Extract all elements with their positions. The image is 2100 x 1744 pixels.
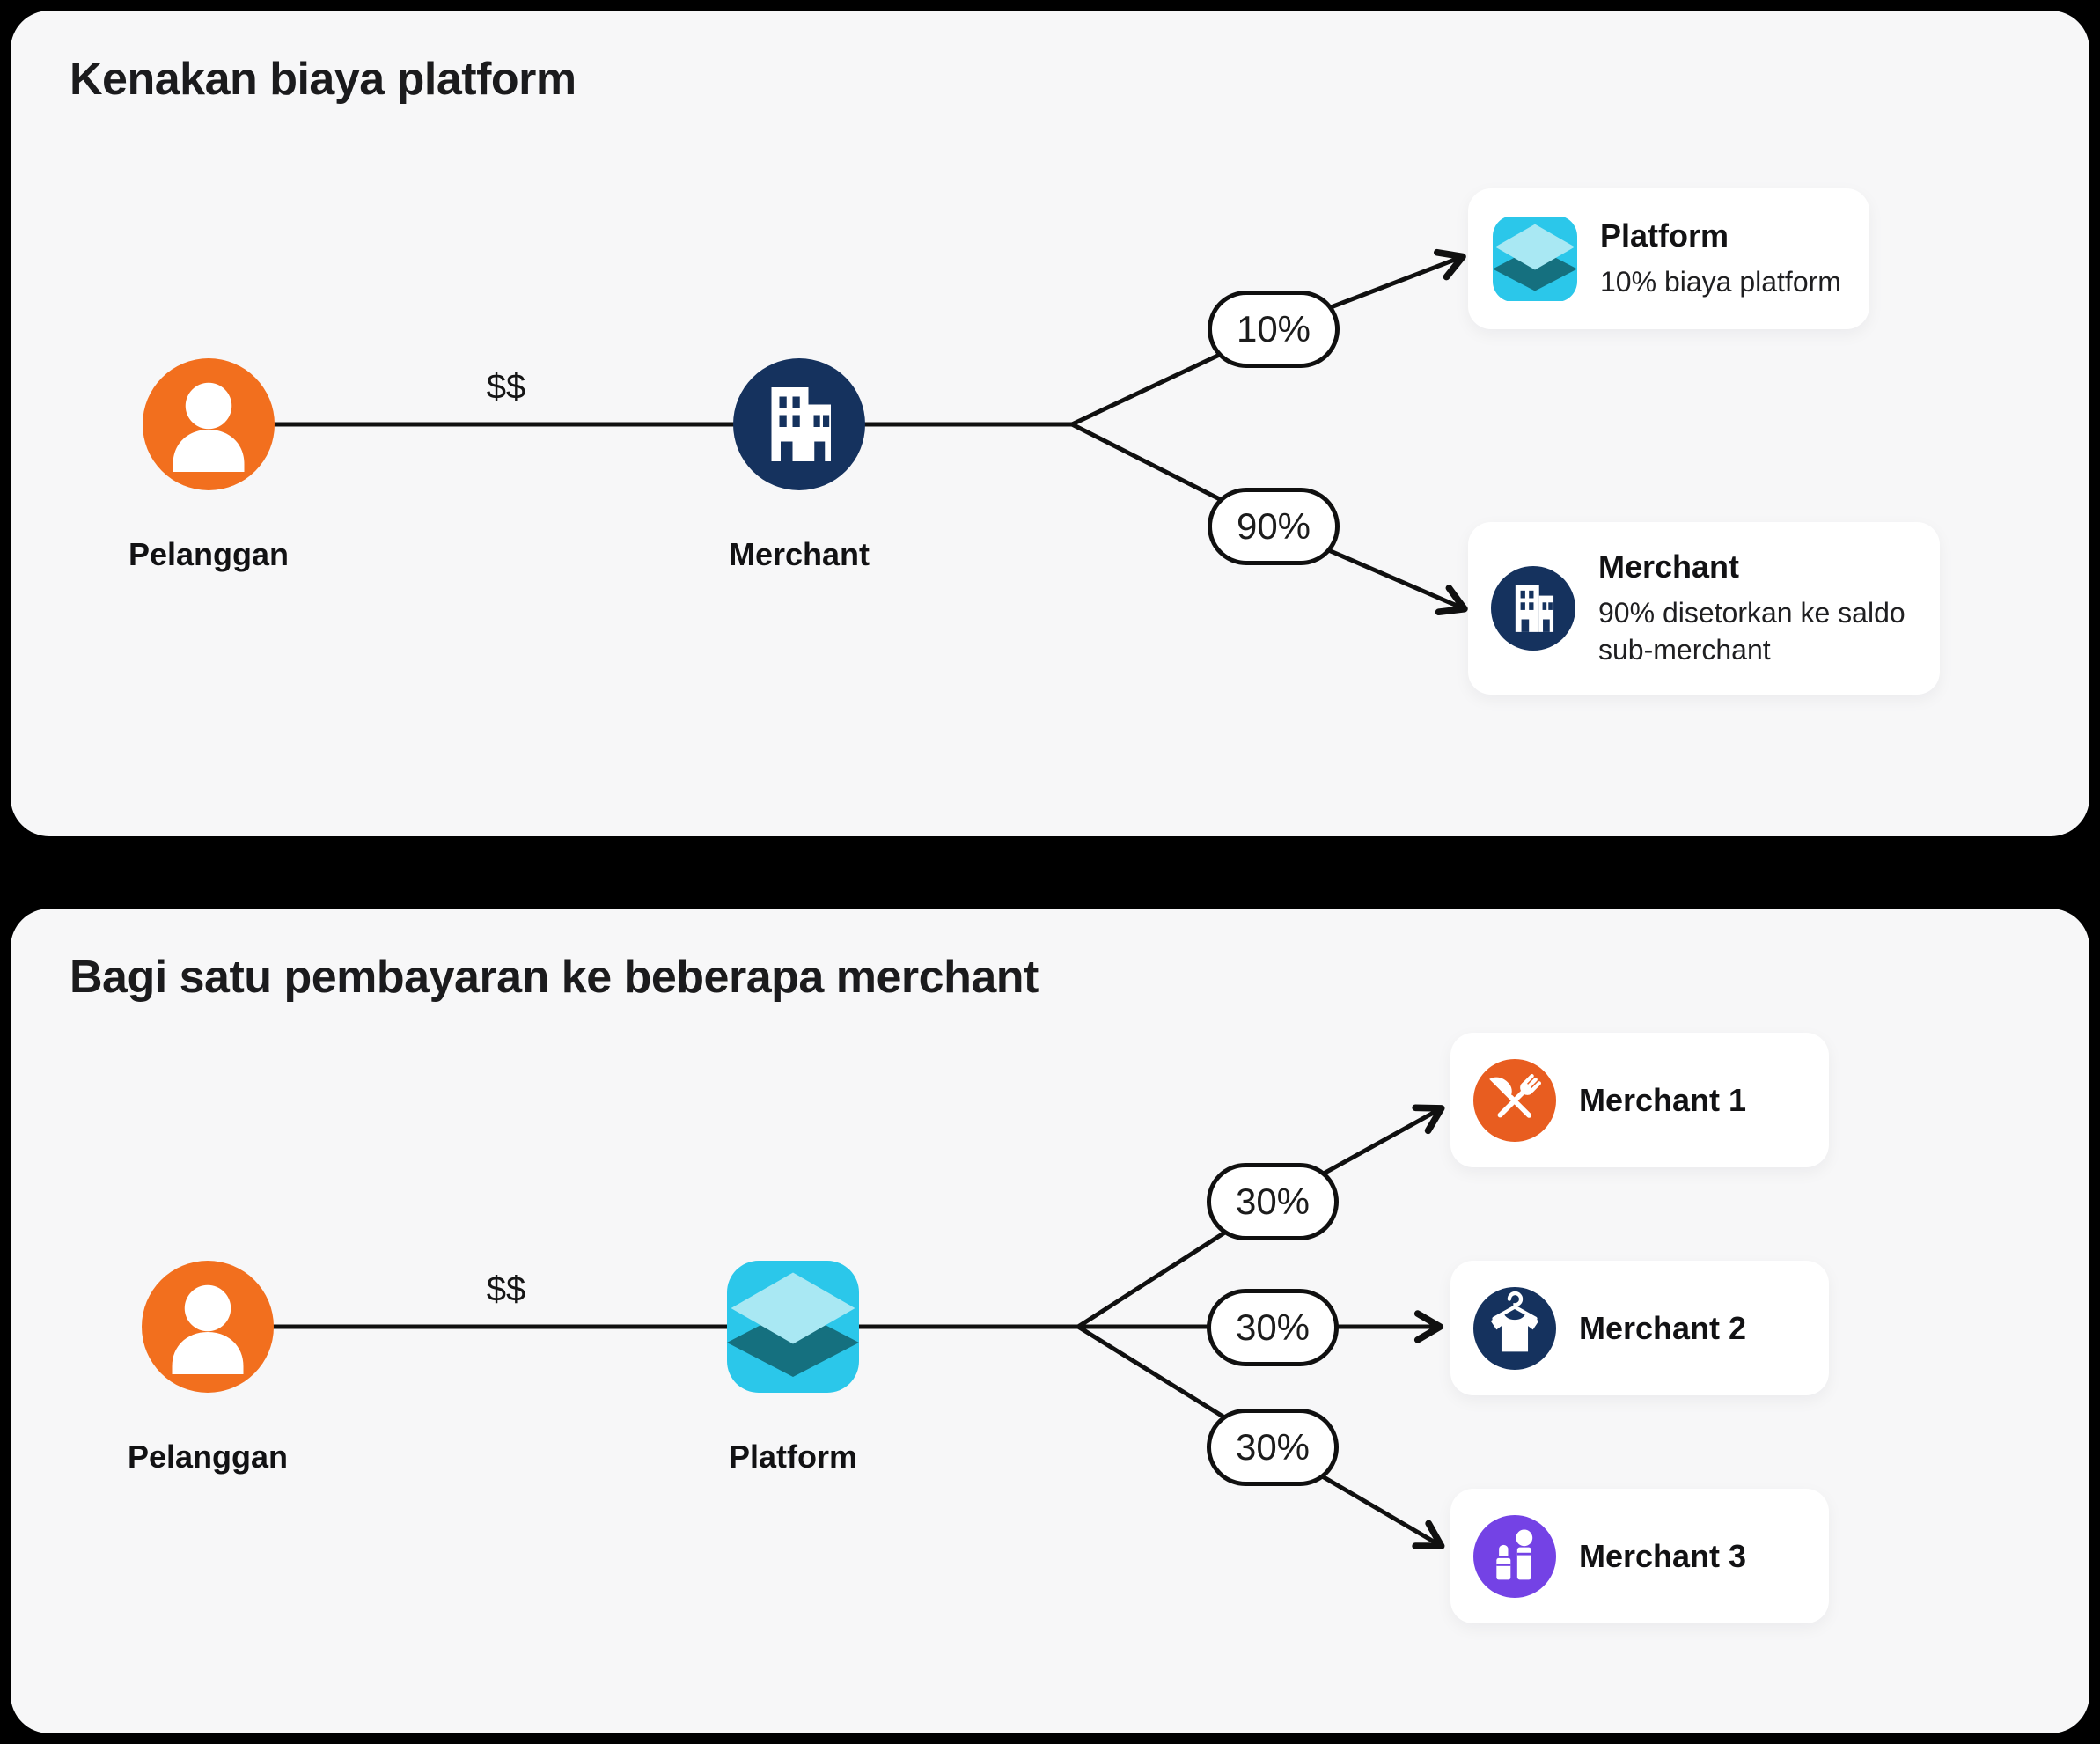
- card-title: Merchant 2: [1579, 1309, 1747, 1346]
- platform-destination-card: Platform 10% biaya platform: [1468, 188, 1869, 329]
- platform-label: Platform: [728, 1439, 858, 1475]
- split-percentage-pill-90: 90%: [1208, 488, 1340, 565]
- merchant-2-card: Merchant 2: [1450, 1261, 1829, 1395]
- card-desc: 10% biaya platform: [1600, 265, 1841, 298]
- panel-split-payment: Bagi satu pembayaran ke beberapa merchan…: [11, 909, 2089, 1733]
- customer-icon: [142, 1261, 274, 1393]
- customer-icon: [143, 358, 275, 490]
- panel-charge-platform-fee: Kenakan biaya platform Pelanggan $$: [11, 11, 2089, 836]
- merchant-destination-card: Merchant 90% disetorkan ke saldo sub-mer…: [1468, 522, 1940, 695]
- payment-amount-label: $$: [486, 1269, 526, 1309]
- card-title: Platform: [1600, 217, 1729, 254]
- platform-logo-icon: [727, 1261, 859, 1393]
- merchant-3-card: Merchant 3: [1450, 1489, 1829, 1623]
- panel-title: Bagi satu pembayaran ke beberapa merchan…: [70, 952, 1039, 1003]
- fork-knife-icon: [1473, 1058, 1556, 1142]
- merchant-label: Merchant: [728, 536, 870, 572]
- cosmetics-icon: [1473, 1514, 1556, 1598]
- panel-title: Kenakan biaya platform: [70, 54, 576, 105]
- card-title: Merchant: [1598, 548, 1740, 585]
- card-title: Merchant 3: [1579, 1537, 1747, 1574]
- split-percentage-pill-2: 30%: [1207, 1289, 1339, 1366]
- tshirt-hanger-icon: [1473, 1286, 1556, 1370]
- platform-logo-icon: [1493, 216, 1577, 302]
- flow-lines: [272, 248, 1468, 616]
- split-percentage-pill-1: 30%: [1207, 1163, 1339, 1240]
- customer-label: Pelanggan: [127, 1439, 289, 1475]
- merchant-building-icon: [1491, 566, 1575, 651]
- customer-label: Pelanggan: [128, 536, 290, 572]
- split-percentage-pill-10: 10%: [1208, 291, 1340, 368]
- split-percentage-pill-3: 30%: [1207, 1409, 1339, 1486]
- payment-amount-label: $$: [486, 367, 526, 407]
- card-title: Merchant 1: [1579, 1081, 1747, 1118]
- card-desc: 90% disetorkan ke saldo sub-merchant: [1598, 596, 1905, 666]
- merchant-building-icon: [733, 358, 865, 490]
- merchant-1-card: Merchant 1: [1450, 1033, 1829, 1167]
